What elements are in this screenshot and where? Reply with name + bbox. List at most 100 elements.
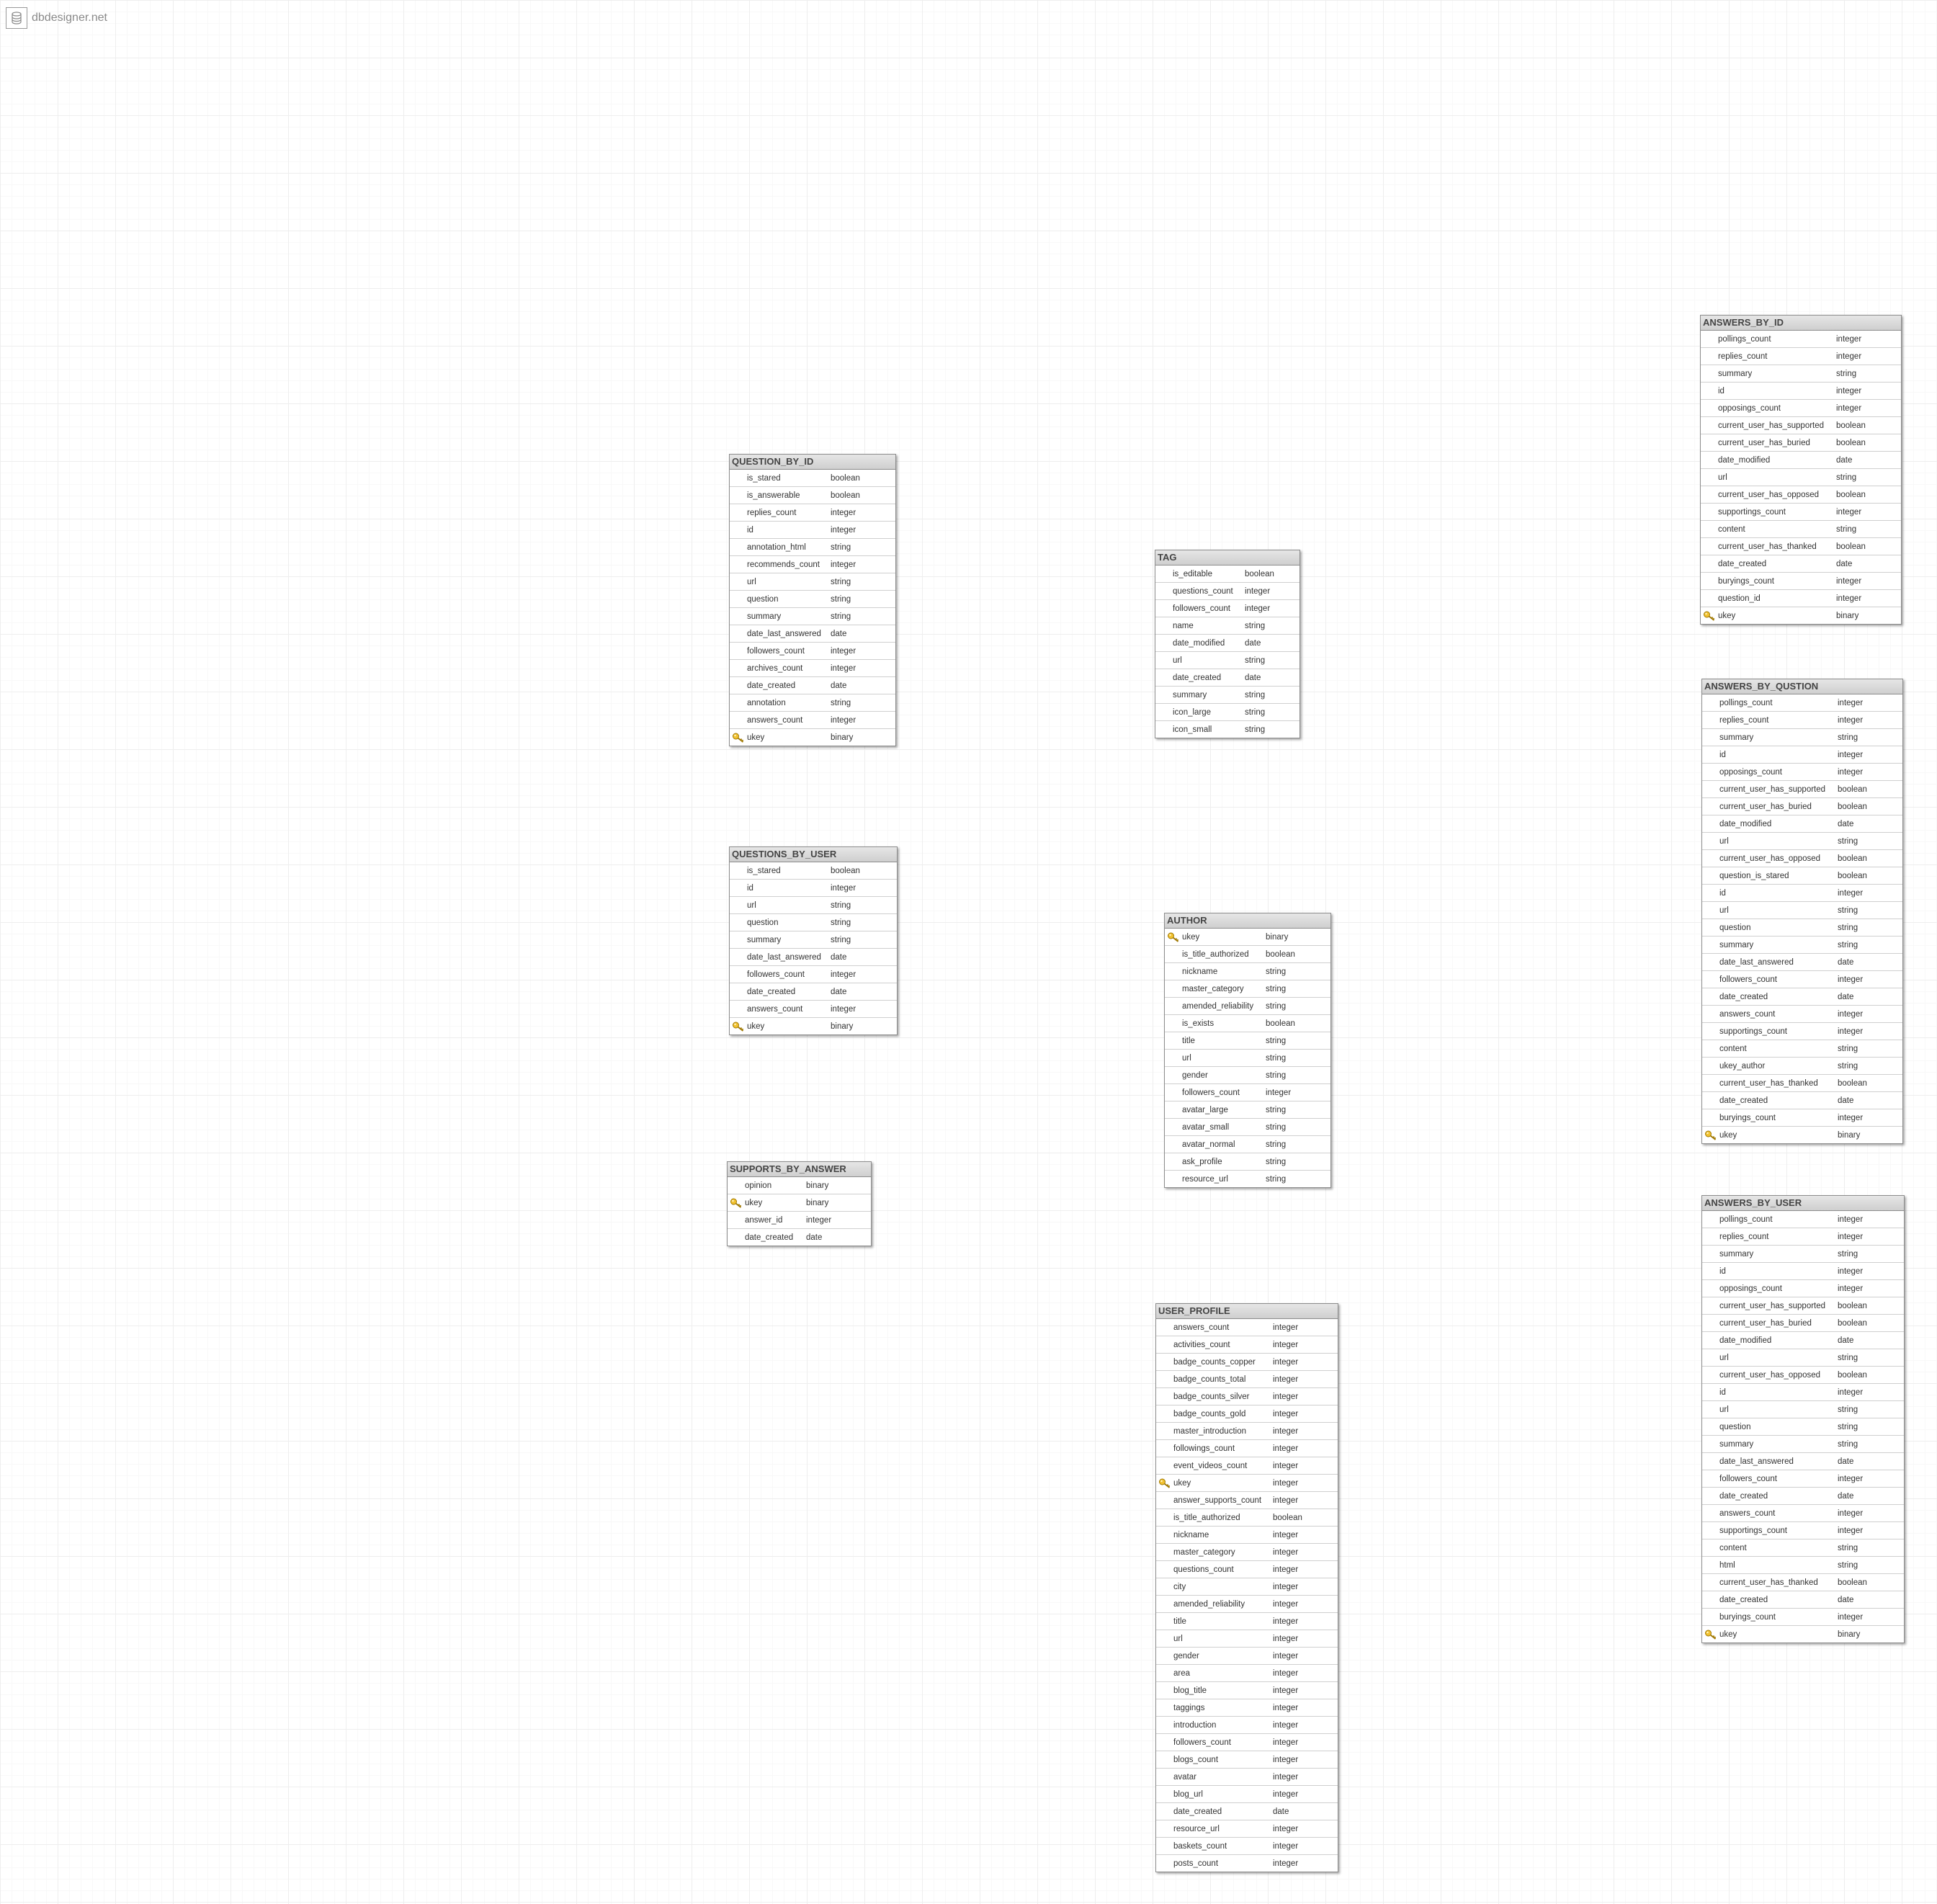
table-title[interactable]: QUESTION_BY_ID <box>730 455 895 470</box>
table-title[interactable]: ANSWERS_BY_USER <box>1702 1196 1904 1211</box>
table-title[interactable]: ANSWERS_BY_QUSTION <box>1702 679 1902 694</box>
table-title[interactable]: USER_PROFILE <box>1156 1304 1338 1319</box>
table-title[interactable]: ANSWERS_BY_ID <box>1701 316 1901 331</box>
table-title[interactable]: AUTHOR <box>1165 913 1330 929</box>
